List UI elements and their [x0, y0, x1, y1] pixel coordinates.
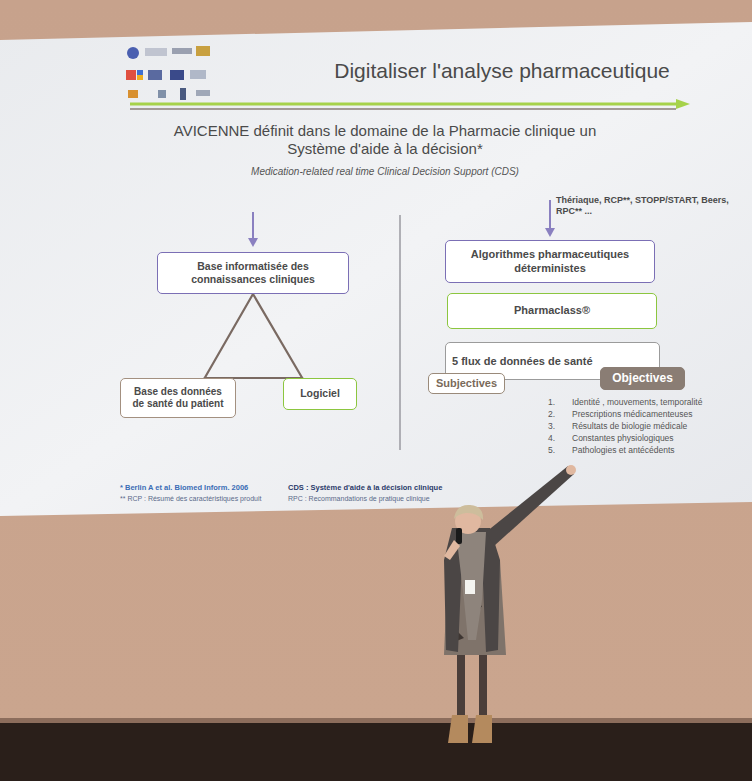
stage-edge	[0, 718, 752, 723]
node-text: Algorithmes pharmaceutiques déterministe…	[452, 248, 648, 276]
node-text: Objectives	[612, 371, 673, 386]
subjective-tab: Subjectives	[428, 373, 505, 394]
footnote: CDS : Système d'aide à la décision clini…	[288, 483, 442, 492]
list-item: Constantes physiologiques	[572, 433, 674, 443]
node-text: Pharmaclass®	[514, 304, 590, 318]
software-box: Logiciel	[283, 378, 357, 410]
list-number: 4.	[548, 433, 555, 443]
connector-line	[253, 294, 302, 378]
list-number: 3.	[548, 421, 555, 431]
triangle-side	[205, 294, 253, 378]
title-arrow-head	[676, 99, 690, 109]
footnote: RPC : Recommandations de pratique cliniq…	[288, 495, 430, 503]
knowledge-base-box: Base informatisée des connaissances clin…	[157, 252, 349, 294]
algorithm-box: Algorithmes pharmaceutiques déterministe…	[445, 240, 655, 283]
node-text: Base des données de santé du patient	[127, 386, 229, 411]
list-number: 2.	[548, 409, 555, 419]
objective-tab: Objectives	[600, 367, 685, 390]
divider	[399, 215, 401, 450]
partner-logos	[126, 46, 210, 100]
presenter	[444, 465, 576, 743]
patient-data-box: Base des données de santé du patient	[120, 378, 236, 418]
wall	[0, 0, 752, 722]
footnote: ** RCP : Résumé des caractéristiques pro…	[120, 495, 262, 503]
node-text: Logiciel	[300, 387, 340, 400]
title-underline	[130, 108, 676, 110]
source-list: Thériaque, RCP**, STOPP/START, Beers, RP…	[556, 195, 734, 217]
list-item: Identité , mouvements, temporalité	[572, 397, 702, 407]
pharmaclass-box: Pharmaclass®	[447, 293, 657, 329]
input-arrow	[549, 200, 551, 230]
node-text: Base informatisée des connaissances clin…	[164, 260, 342, 286]
connector-line	[205, 294, 253, 378]
slide-title: Digitaliser l'analyse pharmaceutique	[292, 58, 712, 83]
node-text: 5 flux de données de santé	[452, 355, 593, 369]
stage-floor	[0, 722, 752, 781]
input-arrow	[252, 212, 254, 240]
subtitle-text: Medication-related real time Clinical De…	[175, 166, 595, 178]
node-text: Subjectives	[436, 377, 497, 391]
list-number: 1.	[548, 397, 555, 407]
list-item: Pathologies et antécédents	[572, 445, 675, 455]
title-arrow	[130, 103, 678, 106]
header-text: AVICENNE définit dans le domaine de la P…	[165, 122, 605, 158]
footnote: * Berlin A et al. Biomed Inform. 2006	[120, 483, 248, 492]
list-number: 5.	[548, 445, 555, 455]
input-arrow-head	[545, 228, 555, 237]
input-arrow-head	[248, 238, 258, 247]
projection-screen	[0, 22, 752, 516]
list-item: Résultats de biologie médicale	[572, 421, 687, 431]
list-item: Prescriptions médicamenteuses	[572, 409, 692, 419]
triangle-side	[253, 294, 302, 378]
